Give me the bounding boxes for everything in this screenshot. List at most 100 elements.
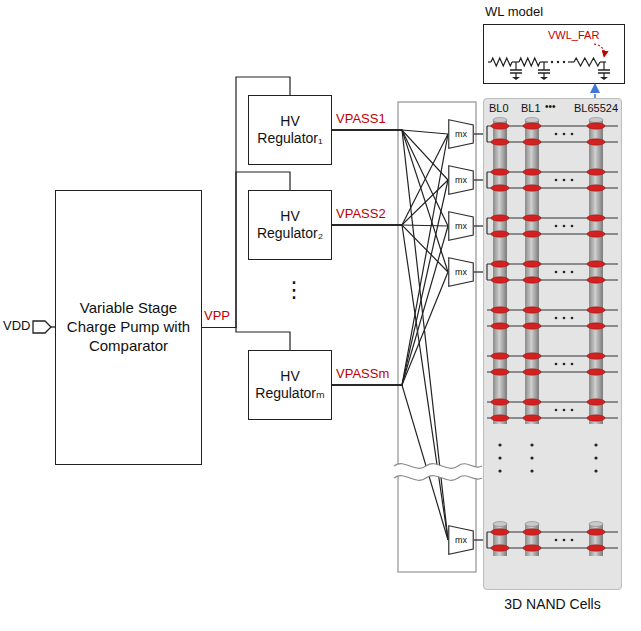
- wire-connector: [332, 226, 448, 385]
- memory-cell: [491, 261, 509, 267]
- mux-trapezoid: mx: [448, 165, 474, 195]
- charge-pump-box: Variable Stage Charge Pump with Comparat…: [55, 190, 202, 465]
- wire: [488, 61, 491, 62]
- ground-symbol: [512, 77, 520, 80]
- ellipsis-dot: [594, 443, 597, 446]
- ellipsis-dot: [563, 225, 566, 228]
- memory-cell: [523, 323, 541, 329]
- memory-cell: [523, 369, 541, 375]
- wire: [51, 326, 55, 327]
- pillar-top: [525, 522, 539, 527]
- memory-cell: [523, 123, 541, 129]
- memory-cell: [523, 231, 541, 237]
- word-line-bracket: [486, 264, 487, 280]
- memory-cell: [587, 185, 605, 191]
- mux-outline: [448, 211, 474, 241]
- node-text: mx: [455, 222, 467, 231]
- wire: [600, 61, 606, 62]
- node-text: HV Regulator₁: [253, 113, 327, 148]
- wire-connector: [474, 225, 483, 226]
- mux-trapezoid: mx: [448, 211, 474, 241]
- signal-label: VWL_FAR: [548, 29, 599, 41]
- memory-cell: [587, 123, 605, 129]
- regulator-box: HV Regulator₂: [248, 190, 332, 260]
- mux-outline: [448, 525, 474, 555]
- memory-cell: [491, 415, 509, 421]
- ellipsis-dot: [555, 363, 558, 366]
- wire: [603, 73, 604, 77]
- resistor-symbol: [491, 58, 512, 66]
- wire: [603, 62, 604, 70]
- wire: [568, 61, 574, 62]
- heading-text: 3D NAND Cells: [484, 596, 621, 612]
- resistor-symbol: [574, 58, 600, 66]
- wire-connector: [332, 130, 448, 540]
- ellipsis-dot: [563, 61, 565, 63]
- memory-cell: [491, 399, 509, 405]
- pillar-top: [493, 118, 507, 123]
- memory-cell: [491, 185, 509, 191]
- ellipsis-dot: [571, 317, 574, 320]
- node-text: Variable Stage Charge Pump with Comparat…: [60, 299, 197, 355]
- memory-cell: [587, 139, 605, 145]
- ellipsis-dot: [571, 133, 574, 136]
- signal-label: VPASS2: [336, 207, 386, 221]
- wire: [543, 73, 544, 77]
- ellipsis-dot: [563, 363, 566, 366]
- memory-cell: [523, 215, 541, 221]
- wire-connector: [202, 328, 290, 351]
- heading-text: WL model: [485, 4, 543, 19]
- channel-pillar: [589, 120, 603, 424]
- ellipsis-dot: [555, 317, 558, 320]
- wire-connector: [332, 180, 448, 225]
- memory-cell: [587, 277, 605, 283]
- capacitor-symbol: [538, 69, 550, 71]
- ellipsis-dot: [571, 179, 574, 182]
- ellipsis-dot: [551, 61, 553, 63]
- node-text: HV Regulatorₘ: [253, 368, 327, 403]
- signal-label: VDD: [3, 319, 30, 333]
- word-line-bracket: [486, 218, 487, 234]
- ellipsis-dot: [563, 179, 566, 182]
- regulator-box: HV Regulator₁: [248, 95, 332, 165]
- ellipsis-dot: [530, 469, 533, 472]
- wire-connector: [332, 180, 448, 385]
- ellipsis-dot: [555, 409, 558, 412]
- ellipsis-dot: [530, 456, 533, 459]
- memory-cell: [491, 307, 509, 313]
- bit-line-label: BL1: [521, 102, 541, 114]
- wire: [515, 62, 516, 70]
- memory-cell: [491, 139, 509, 145]
- memory-cell: [587, 215, 605, 221]
- word-line-bracket: [486, 172, 487, 188]
- wire-connector: [202, 172, 290, 328]
- memory-cell: [523, 261, 541, 267]
- ground-symbol: [540, 77, 548, 80]
- pillar-top: [493, 522, 507, 527]
- node-text: mx: [455, 268, 467, 277]
- ellipsis-dot: [563, 539, 566, 542]
- memory-cell: [491, 545, 509, 551]
- ellipsis-dot: [557, 61, 559, 63]
- memory-cell: [587, 369, 605, 375]
- memory-cell: [587, 323, 605, 329]
- mux-outline: [448, 257, 474, 287]
- memory-cell: [491, 369, 509, 375]
- wire-connector: [332, 385, 448, 540]
- ellipsis-dot: [571, 409, 574, 412]
- memory-cell: [523, 169, 541, 175]
- channel-pillar: [525, 120, 539, 424]
- mux-outline: [448, 119, 474, 149]
- ellipsis-dot: [498, 456, 501, 459]
- mux-outline: [448, 165, 474, 195]
- break-mask: [394, 464, 482, 481]
- word-line-bracket: [486, 532, 487, 548]
- memory-cell: [587, 169, 605, 175]
- model-arrow: [594, 84, 596, 98]
- memory-cell: [523, 529, 541, 535]
- memory-cell: [491, 169, 509, 175]
- signal-label: VPASS1: [336, 112, 386, 126]
- wire-connector: [474, 539, 483, 540]
